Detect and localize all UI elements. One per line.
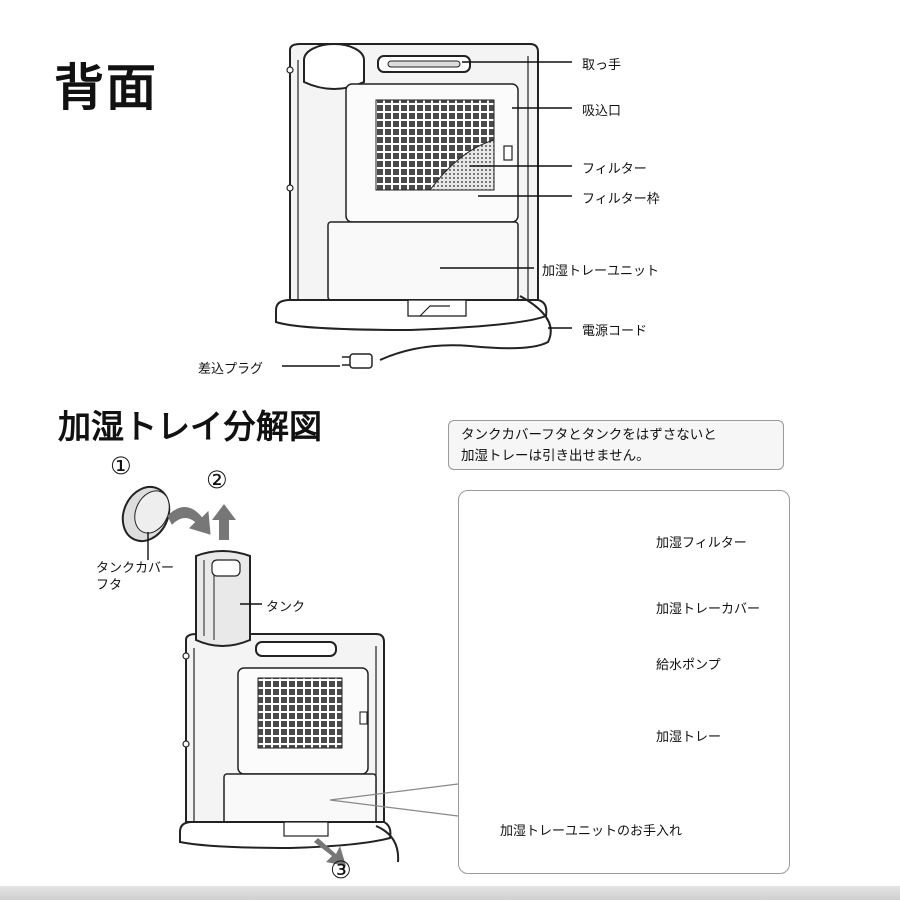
label-water-pump: 給水ポンプ: [656, 658, 721, 673]
label-plug: 差込プラグ: [198, 362, 264, 377]
step-1-marker: ①: [110, 452, 132, 480]
label-humid-tray: 加湿トレー: [656, 730, 722, 745]
tank-cover-lid: [121, 485, 171, 543]
label-handle: 取っ手: [582, 58, 622, 73]
panel-caption: 加湿トレーユニットのお手入れ: [500, 824, 683, 839]
label-filter-frame: フィルター枠: [582, 192, 660, 207]
caution-note-line-1: タンクカバーフタとタンクをはずさないと: [461, 427, 717, 443]
label-tank-cover-lid-line-2: フタ: [96, 578, 123, 593]
panel-connector: [329, 783, 459, 817]
exploded-view-unit: [179, 550, 400, 863]
label-tank-cover-lid-line-1: タンクカバー: [96, 561, 175, 576]
back-view-heading: 背面: [54, 59, 158, 117]
back-view-leaders: [282, 61, 572, 367]
step-2-marker: ②: [206, 466, 228, 494]
back-view-unit: [275, 43, 552, 369]
label-intake: 吸込口: [582, 104, 622, 119]
caution-note-line-2: 加湿トレーは引き出せません。: [461, 448, 650, 464]
label-humid-filter: 加湿フィルター: [656, 536, 747, 551]
tray-unit-care-panel: [458, 490, 790, 874]
label-power-cord: 電源コード: [582, 324, 648, 339]
exploded-view-heading: 加湿トレイ分解図: [58, 407, 322, 446]
lift-tank-arrow: [212, 504, 236, 540]
label-tank-cover-lid: タンクカバー フタ: [96, 560, 174, 594]
label-humid-tray-cover: 加湿トレーカバー: [656, 602, 761, 617]
pull-tray-arrow: [314, 838, 346, 866]
label-humid-tray-unit: 加湿トレーユニット: [542, 264, 660, 279]
label-filter: フィルター: [582, 162, 647, 177]
step-3-marker: ③: [330, 856, 352, 884]
bottom-edge-band: [0, 886, 900, 900]
lift-lid-arrow: [167, 507, 211, 535]
label-tank: タンク: [266, 600, 306, 615]
caution-note: タンクカバーフタとタンクをはずさないと 加湿トレーは引き出せません。: [448, 420, 784, 470]
